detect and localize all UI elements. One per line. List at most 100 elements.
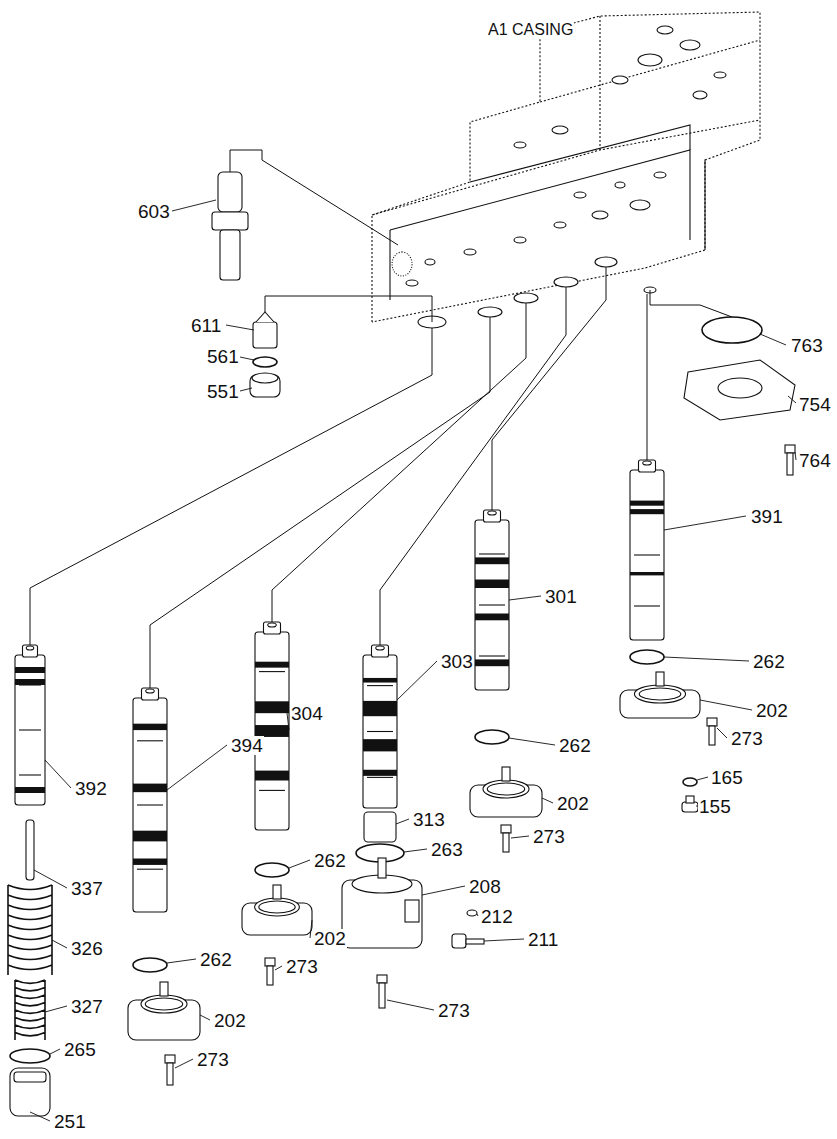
casing-port [574, 192, 586, 198]
spool [634, 605, 660, 606]
casing-port [630, 200, 650, 210]
callout-number: 202 [213, 1011, 247, 1030]
leader-line [175, 1059, 193, 1068]
leader-line [760, 334, 786, 345]
assembly-line [150, 317, 490, 688]
leader-line [697, 777, 708, 780]
bolt [165, 1055, 175, 1063]
o-ring [630, 650, 664, 664]
leader-line [167, 959, 196, 963]
callout-number: 165 [710, 768, 744, 787]
spool [133, 698, 167, 912]
leader-line [226, 325, 254, 330]
casing-port [514, 237, 526, 243]
spool [372, 645, 389, 657]
spring [15, 980, 45, 1040]
bolt [267, 966, 273, 985]
callout-number: 304 [290, 704, 324, 723]
o-ring [702, 317, 762, 343]
spool-sleeve [15, 655, 45, 805]
callout-number: 273 [196, 1050, 230, 1069]
spool [488, 511, 497, 515]
leader-line [404, 849, 427, 852]
o-ring [467, 910, 477, 916]
casing-port [615, 182, 625, 188]
spool [479, 553, 505, 554]
spool [137, 740, 163, 741]
knob [452, 934, 466, 948]
callout-number: 764 [798, 451, 832, 470]
casing-port [654, 172, 666, 178]
callout-number: 763 [790, 336, 824, 355]
callout-number: 262 [558, 736, 592, 755]
callout-number: 603 [137, 202, 171, 221]
casing-port [552, 126, 568, 134]
spring [8, 885, 52, 975]
leader-line [477, 914, 478, 916]
spool-sleeve [15, 787, 45, 793]
bolt [787, 453, 793, 475]
cover [255, 898, 300, 916]
valve [220, 230, 240, 280]
callout-number: 754 [798, 395, 832, 414]
o-ring [255, 863, 289, 877]
casing-port [612, 76, 628, 84]
casing-port [554, 222, 566, 228]
spool-sleeve [15, 667, 45, 673]
casing-face [704, 160, 705, 250]
spool [363, 655, 397, 808]
casing-port [680, 40, 700, 50]
bolt [785, 445, 795, 453]
spool [484, 510, 501, 522]
spool [264, 622, 281, 634]
spool [137, 804, 163, 805]
spool [133, 784, 167, 793]
casing-outline [372, 120, 760, 215]
bolt [707, 718, 717, 726]
leader-line [511, 836, 529, 838]
spool [475, 557, 509, 564]
spool [630, 572, 664, 575]
casing-port [392, 252, 412, 276]
casing-port [464, 249, 476, 255]
spool-sleeve [23, 645, 38, 657]
spool-sleeve [19, 774, 41, 775]
part-title: A1 CASING [487, 22, 574, 38]
casing-outline [599, 16, 600, 150]
spool [367, 731, 393, 732]
bolt [379, 983, 385, 1008]
leader-line [387, 1000, 434, 1010]
callout-number: 212 [480, 907, 514, 926]
leader-line [664, 657, 749, 661]
leader-line [172, 200, 216, 211]
casing-outline [540, 40, 760, 102]
spool [639, 460, 656, 472]
bolt [709, 726, 715, 745]
bolt [377, 975, 387, 983]
spool [363, 701, 397, 716]
callout-number: 155 [698, 797, 732, 816]
spool [142, 688, 159, 700]
assembly-line [647, 294, 648, 460]
callout-number: 561 [206, 347, 240, 366]
spool [475, 614, 509, 621]
casing-port [406, 280, 418, 286]
plug [253, 322, 277, 348]
cover [145, 998, 182, 1010]
spool-sleeve [19, 729, 41, 730]
casing-port [514, 293, 538, 303]
leader-line [795, 452, 796, 460]
assembly-line [380, 287, 566, 645]
casing-port [425, 259, 435, 265]
assembly-line [492, 267, 606, 510]
spool [475, 659, 509, 666]
casing-port [714, 72, 726, 78]
cover-bolt [656, 672, 664, 686]
leader-line [310, 920, 312, 938]
casing-port [595, 257, 617, 267]
spool [367, 777, 393, 778]
leader-line [34, 870, 67, 888]
bolt [167, 1063, 173, 1085]
leader-line [717, 728, 727, 738]
spool [268, 623, 277, 627]
